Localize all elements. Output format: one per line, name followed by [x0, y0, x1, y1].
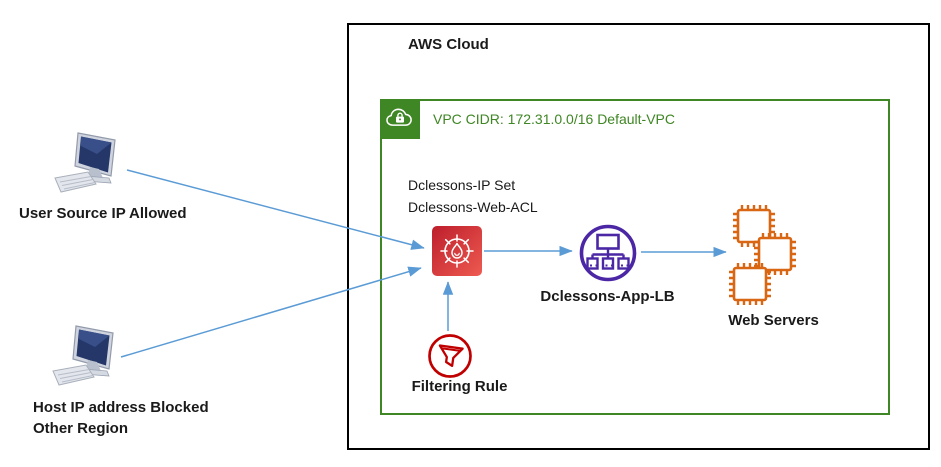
waf-ip-set-label: Dclessons-IP Set	[408, 177, 516, 193]
host-blocked-line1: Host IP address Blocked	[33, 399, 209, 416]
load-balancer-icon	[577, 222, 639, 284]
funnel-icon	[426, 332, 474, 380]
web-servers-label: Web Servers	[728, 312, 819, 329]
host-blocked-label: Host IP address Blocked Other Region	[33, 397, 209, 439]
desktop-computer-icon	[52, 132, 132, 196]
vpc-cidr-label: VPC CIDR: 172.31.0.0/16 Default-VPC	[433, 111, 676, 127]
chip-icon	[753, 232, 797, 276]
cloud-lock-icon	[381, 100, 419, 138]
vpc-corner-badge	[380, 99, 420, 139]
load-balancer-label: Dclessons-App-LB	[540, 288, 675, 305]
host-blocked-line2: Other Region	[33, 420, 129, 437]
waf-firewall-icon	[432, 226, 482, 276]
waf-labels: Dclessons-IP Set Dclessons-Web-ACL	[408, 174, 538, 218]
desktop-computer-icon	[50, 325, 130, 389]
waf-web-acl-label: Dclessons-Web-ACL	[408, 199, 538, 215]
user-allowed-label: User Source IP Allowed	[19, 205, 187, 222]
filtering-rule-label: Filtering Rule	[411, 378, 508, 395]
chip-icon	[728, 262, 772, 306]
aws-cloud-title: AWS Cloud	[408, 36, 489, 53]
